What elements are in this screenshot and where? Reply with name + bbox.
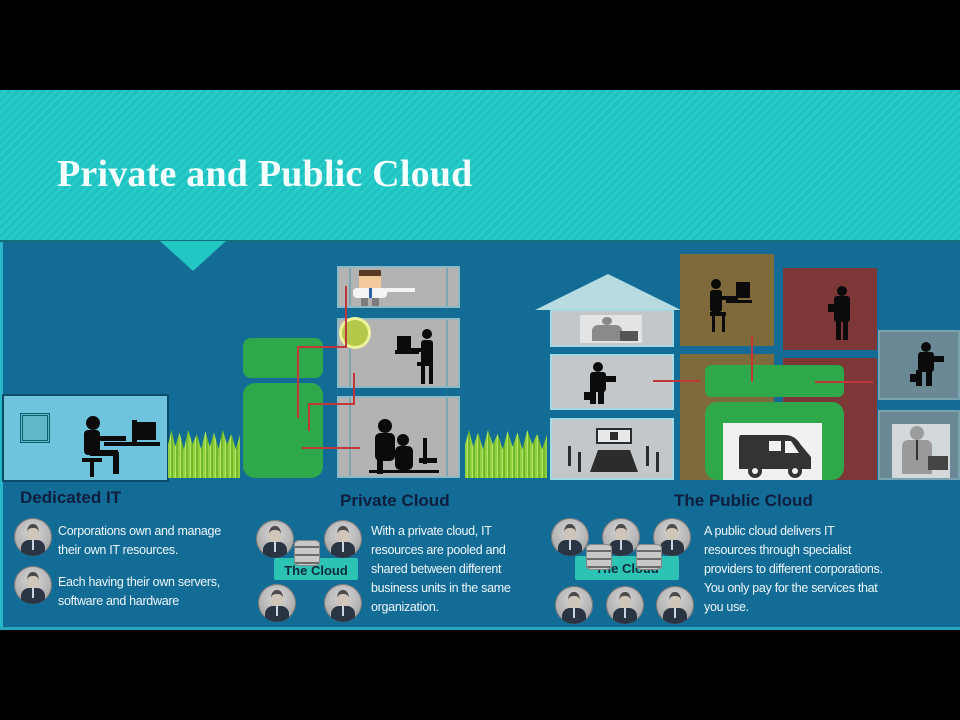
person-at-computer-icon	[710, 279, 752, 332]
grey-building-upper	[878, 330, 960, 400]
house-roof	[535, 274, 681, 310]
grass-decoration	[168, 430, 240, 478]
flow-arrow	[815, 381, 873, 383]
section-title-dedicated: Dedicated IT	[20, 488, 122, 507]
avatar	[551, 518, 589, 556]
delivery-van-icon	[739, 435, 811, 478]
slide-bottom-border	[0, 627, 960, 630]
businessman-walking-icon	[828, 286, 850, 340]
avatar	[602, 518, 640, 556]
flow-arrow	[297, 346, 347, 348]
dedicated-point-2: Each having their own servers, software …	[58, 575, 220, 608]
avatar	[653, 518, 691, 556]
presenter-figure-icon	[353, 270, 415, 306]
flow-arrow	[353, 373, 355, 403]
header-pointer	[160, 241, 226, 271]
section-title-private: Private Cloud	[340, 491, 450, 510]
grey-building-lower	[878, 410, 960, 480]
database-icon	[636, 544, 662, 570]
provider-window	[723, 423, 822, 480]
avatar	[256, 520, 294, 558]
private-floor-3	[337, 396, 460, 478]
tower-divider	[783, 350, 877, 358]
tower-divider	[680, 346, 774, 354]
house-floor-1	[550, 309, 674, 347]
businessman-with-briefcase-icon	[892, 424, 950, 478]
avatar	[14, 518, 52, 556]
house-floor-3	[550, 418, 674, 480]
flow-arrow	[308, 403, 355, 405]
private-description: With a private cloud, IT resources are p…	[371, 524, 511, 614]
avatar	[606, 586, 644, 624]
private-floor-1	[337, 266, 460, 308]
avatar	[14, 566, 52, 604]
flow-arrow	[751, 336, 753, 382]
businessman-walking-icon	[584, 362, 616, 404]
grass-decoration	[465, 430, 547, 478]
dedicated-point-1: Corporations own and manage their own IT…	[58, 524, 221, 557]
section-title-public: The Public Cloud	[674, 491, 813, 510]
flow-arrow	[297, 346, 299, 418]
avatar	[555, 586, 593, 624]
public-description: A public cloud delivers IT resources thr…	[704, 524, 883, 614]
avatar	[656, 586, 694, 624]
person-at-computer-icon	[82, 416, 160, 477]
left-accent-strip	[0, 242, 3, 630]
person-at-computer-icon	[395, 329, 433, 384]
framed-picture-icon	[20, 413, 50, 443]
avatar	[324, 584, 362, 622]
flow-arrow	[302, 447, 360, 449]
avatar	[258, 584, 296, 622]
flow-arrow	[345, 286, 347, 346]
conference-room-icon	[568, 428, 659, 472]
slide-header: Private and Public Cloud	[0, 90, 960, 242]
flow-arrow	[308, 403, 310, 431]
database-icon	[294, 540, 320, 566]
businessman-with-briefcase-icon	[580, 315, 642, 343]
database-icon	[586, 544, 612, 570]
businessman-walking-icon	[910, 342, 944, 386]
dedicated-it-panel	[2, 394, 169, 482]
avatar	[324, 520, 362, 558]
slide: Private and Public Cloud	[0, 90, 960, 630]
house-floor-2	[550, 354, 674, 410]
two-people-at-desk-icon	[369, 419, 439, 474]
slide-title: Private and Public Cloud	[57, 153, 473, 195]
private-server-top	[243, 338, 323, 378]
private-floor-2	[337, 318, 460, 388]
private-server-bottom	[243, 383, 323, 478]
flow-arrow	[653, 380, 700, 382]
